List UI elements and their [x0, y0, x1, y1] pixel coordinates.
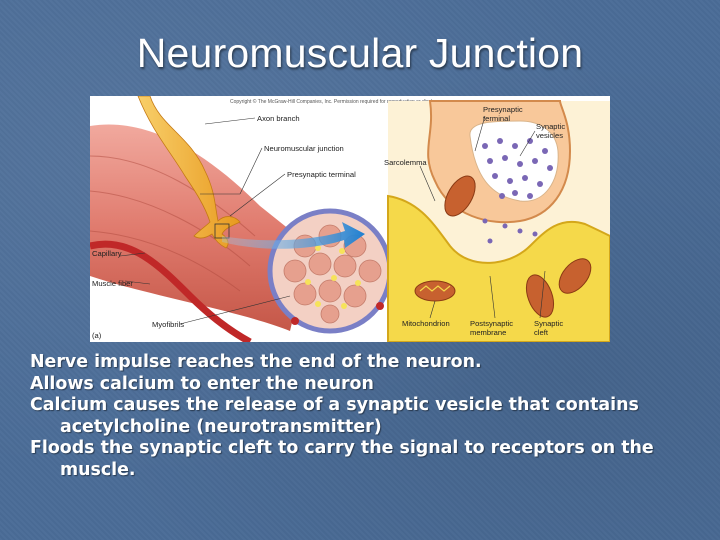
label-synaptic-cleft-line2: cleft	[534, 328, 549, 337]
label-postsynaptic-membrane-line1: Postsynaptic	[470, 319, 513, 328]
label-axon-branch: Axon branch	[257, 114, 300, 123]
label-capillary: Capillary	[92, 249, 122, 258]
label-synaptic-vesicles-line1: Synaptic	[536, 122, 565, 131]
label-presynaptic-terminal-right-line1: Presynaptic	[483, 105, 523, 114]
label-postsynaptic-membrane-line2: membrane	[470, 328, 506, 337]
label-presynaptic-terminal-right-line2: terminal	[483, 114, 510, 123]
label-sarcolemma: Sarcolemma	[384, 158, 427, 167]
bullet-item: Floods the synaptic cleft to carry the s…	[30, 438, 654, 480]
zoom-arrow	[222, 222, 365, 249]
diagram-svg: Copyright © The McGraw-Hill Companies, I…	[90, 96, 610, 342]
bullet-item: Nerve impulse reaches the end of the neu…	[30, 352, 482, 372]
label-synaptic-vesicles-line2: vesicles	[536, 131, 563, 140]
slide-title: Neuromuscular Junction	[136, 30, 584, 76]
label-myofibrils: Myofibrils	[152, 320, 184, 329]
leader-lines	[119, 115, 546, 325]
label-mitochondrion: Mitochondrion	[402, 319, 450, 328]
label-synaptic-cleft-line1: Synaptic	[534, 319, 563, 328]
bullet-list: Nerve impulse reaches the end of the neu…	[30, 352, 690, 481]
copyright-text: Copyright © The McGraw-Hill Companies, I…	[230, 98, 439, 105]
bullet-item: Allows calcium to enter the neuron	[30, 373, 374, 394]
label-neuromuscular-junction: Neuromuscular junction	[264, 144, 344, 153]
neuromuscular-junction-figure: Copyright © The McGraw-Hill Companies, I…	[90, 96, 610, 342]
label-presynaptic-terminal-left: Presynaptic terminal	[287, 170, 356, 179]
label-panel-a: (a)	[92, 331, 102, 340]
synapse-illustration	[387, 100, 610, 342]
label-muscle-fiber: Muscle fiber	[92, 279, 133, 288]
bullet-item: Calcium causes the release of a synaptic…	[30, 395, 639, 437]
